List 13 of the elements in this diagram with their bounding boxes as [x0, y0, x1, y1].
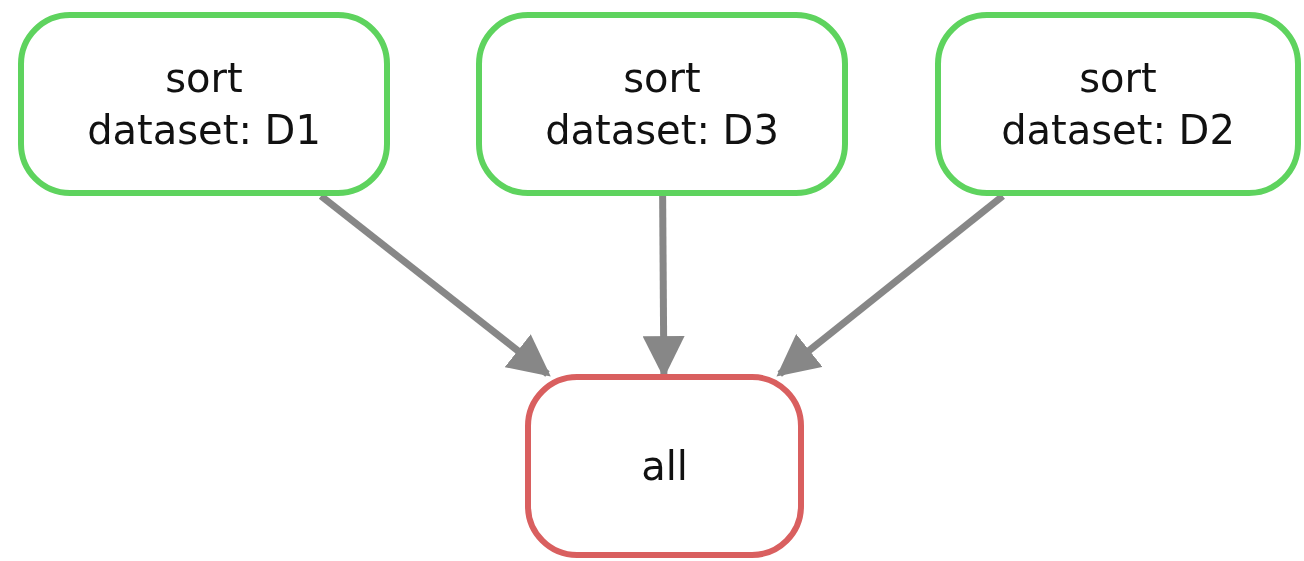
node-text: all: [641, 442, 688, 491]
rounded-box: [476, 12, 848, 196]
node-text: dataset: D2: [1001, 106, 1235, 155]
arrow: [776, 193, 1005, 377]
rounded-box: [935, 12, 1301, 196]
node-text: dataset: D3: [545, 106, 779, 155]
rounded-box: [525, 374, 804, 558]
arrow: [318, 193, 551, 377]
node-text: sort: [165, 54, 243, 103]
node-text: dataset: D1: [87, 106, 321, 155]
node-text: sort: [1079, 54, 1157, 103]
rounded-box: [18, 12, 390, 196]
node-text: sort: [623, 54, 701, 103]
